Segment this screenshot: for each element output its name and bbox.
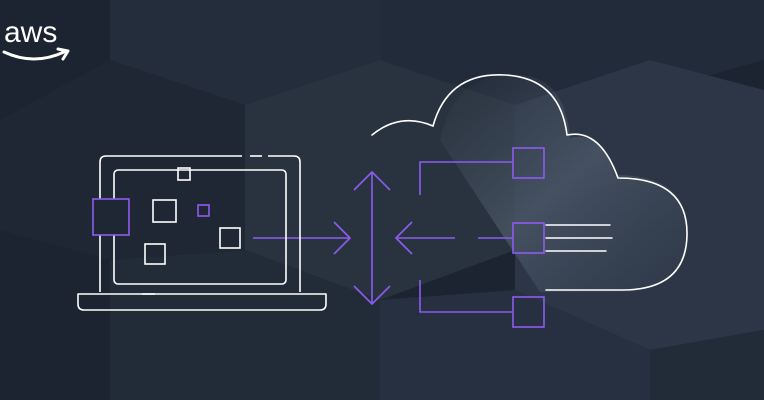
aws-logo-text: aws: [4, 16, 58, 49]
upload-arrow: [253, 221, 351, 255]
amazon-smile-icon: [2, 47, 70, 61]
cloud-node-top: [512, 147, 545, 179]
screen-squares: [92, 167, 241, 265]
aws-logo[interactable]: aws: [2, 8, 74, 64]
cloud-connectors: [395, 147, 545, 328]
cloud-node-bottom: [512, 296, 545, 328]
bidirectional-arrow-icon: [353, 171, 391, 305]
laptop-purple-square: [92, 198, 130, 236]
cloud-icon: [371, 74, 689, 293]
cloud-node-middle: [512, 222, 545, 254]
